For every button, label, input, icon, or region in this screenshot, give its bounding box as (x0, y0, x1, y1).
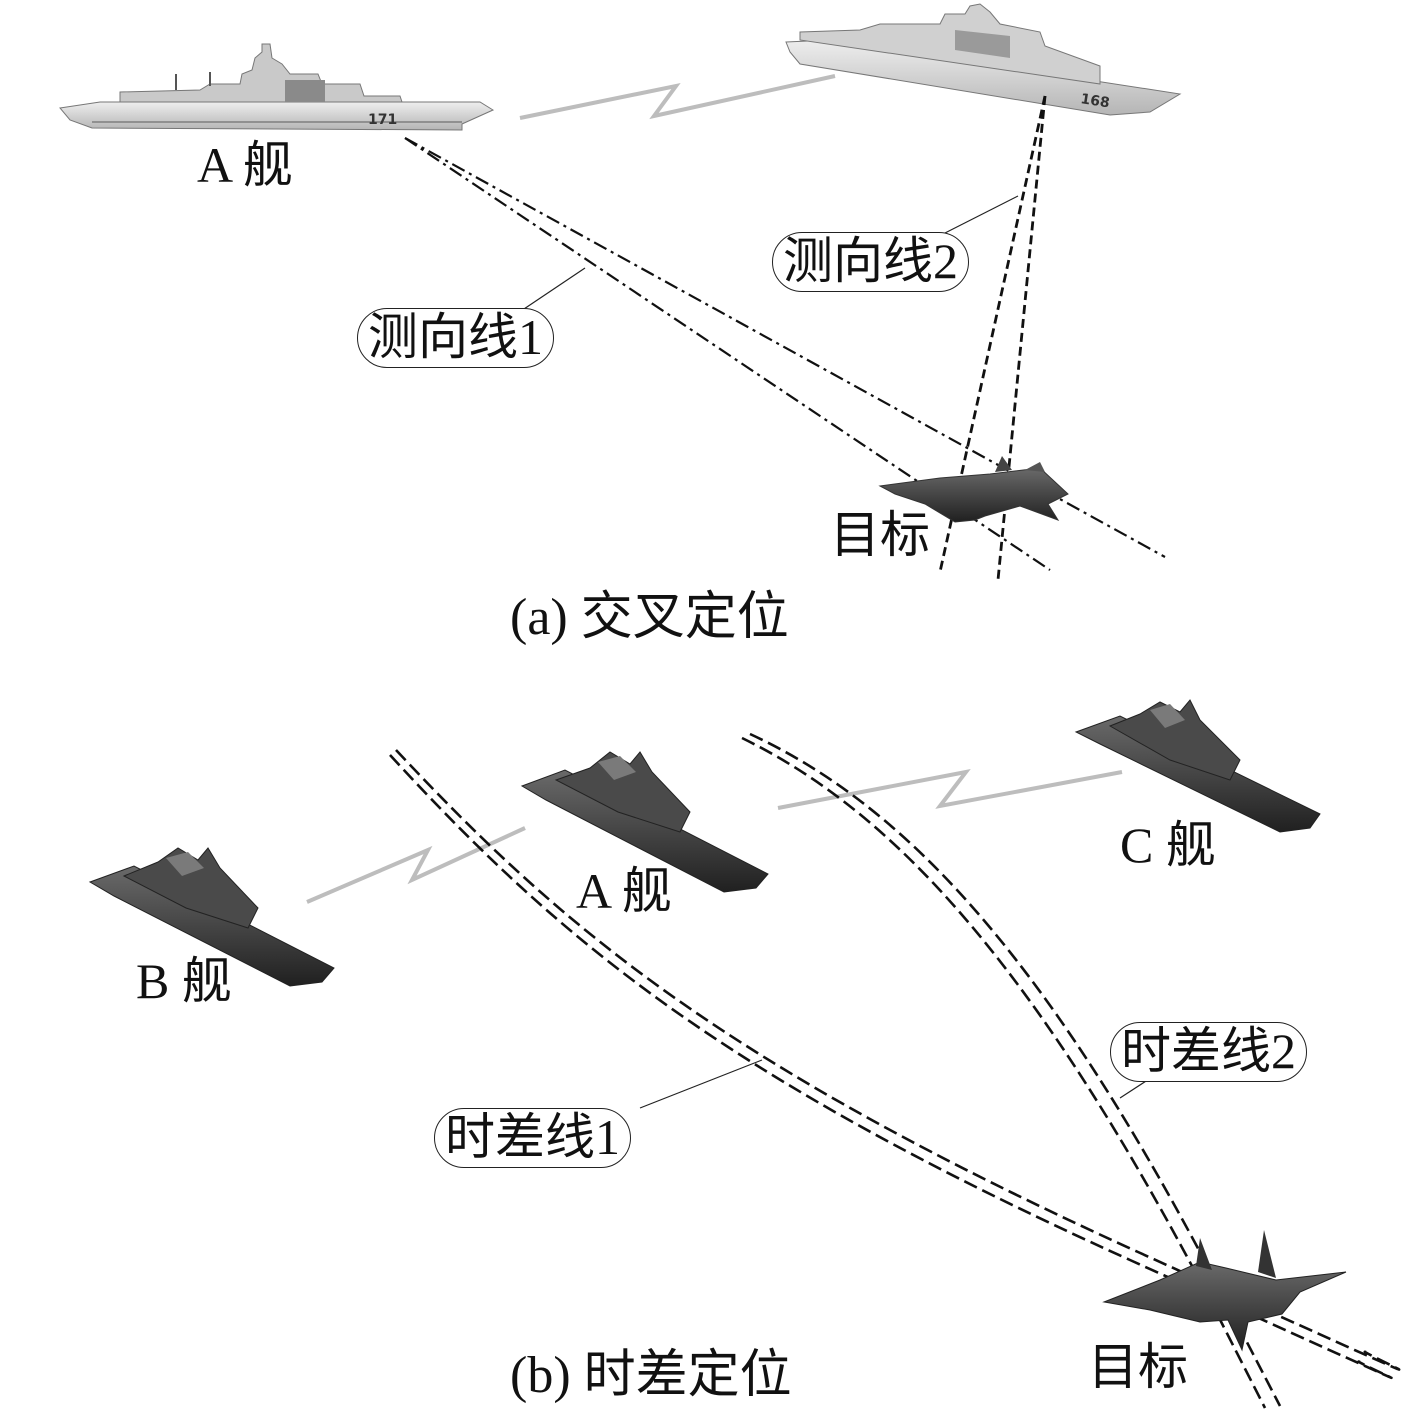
ship-a-label: A 舰 (197, 137, 293, 193)
tdoa-curve-1 (389, 749, 1401, 1380)
leader-line-1 (514, 267, 586, 316)
ship-icon-b: 168 (785, 3, 1182, 116)
target-label-b: 目标 (1088, 1339, 1188, 1395)
tdoa-curve-2 (741, 732, 1282, 1409)
caption-b: (b) 时差定位 (510, 1347, 792, 1404)
ship-a-label-b: A 舰 (576, 863, 672, 919)
leader-line-3 (639, 1059, 763, 1109)
datalink-bolt-icon (519, 74, 836, 120)
bearing-line-2-label: 测向线2 (772, 232, 969, 292)
ship-a-hull-number: 171 (368, 112, 397, 128)
fighter-jet-icon-a (878, 456, 1069, 523)
ship-b-label: B 舰 (136, 953, 232, 1009)
fighter-jet-icon-b (1102, 1230, 1347, 1352)
ship-icon-b-b (88, 847, 335, 987)
tdoa-line-2-label: 时差线2 (1110, 1022, 1307, 1082)
ship-c-label: C 舰 (1120, 817, 1216, 873)
leader-line-2 (944, 195, 1019, 234)
datalink-bolt-icon-ac (777, 769, 1123, 810)
target-label-a: 目标 (830, 507, 930, 563)
tdoa-line-1-label: 时差线1 (434, 1108, 631, 1168)
ship-b-hull-number: 168 (1079, 91, 1110, 111)
bearing-line-1-label: 测向线1 (357, 308, 554, 368)
ship-icon-c (1074, 699, 1321, 833)
datalink-bolt-icon-ab (306, 826, 526, 904)
caption-a: (a) 交叉定位 (510, 589, 789, 646)
ship-icon-a-b (520, 751, 769, 893)
ship-icon-a: 171 (59, 43, 495, 131)
